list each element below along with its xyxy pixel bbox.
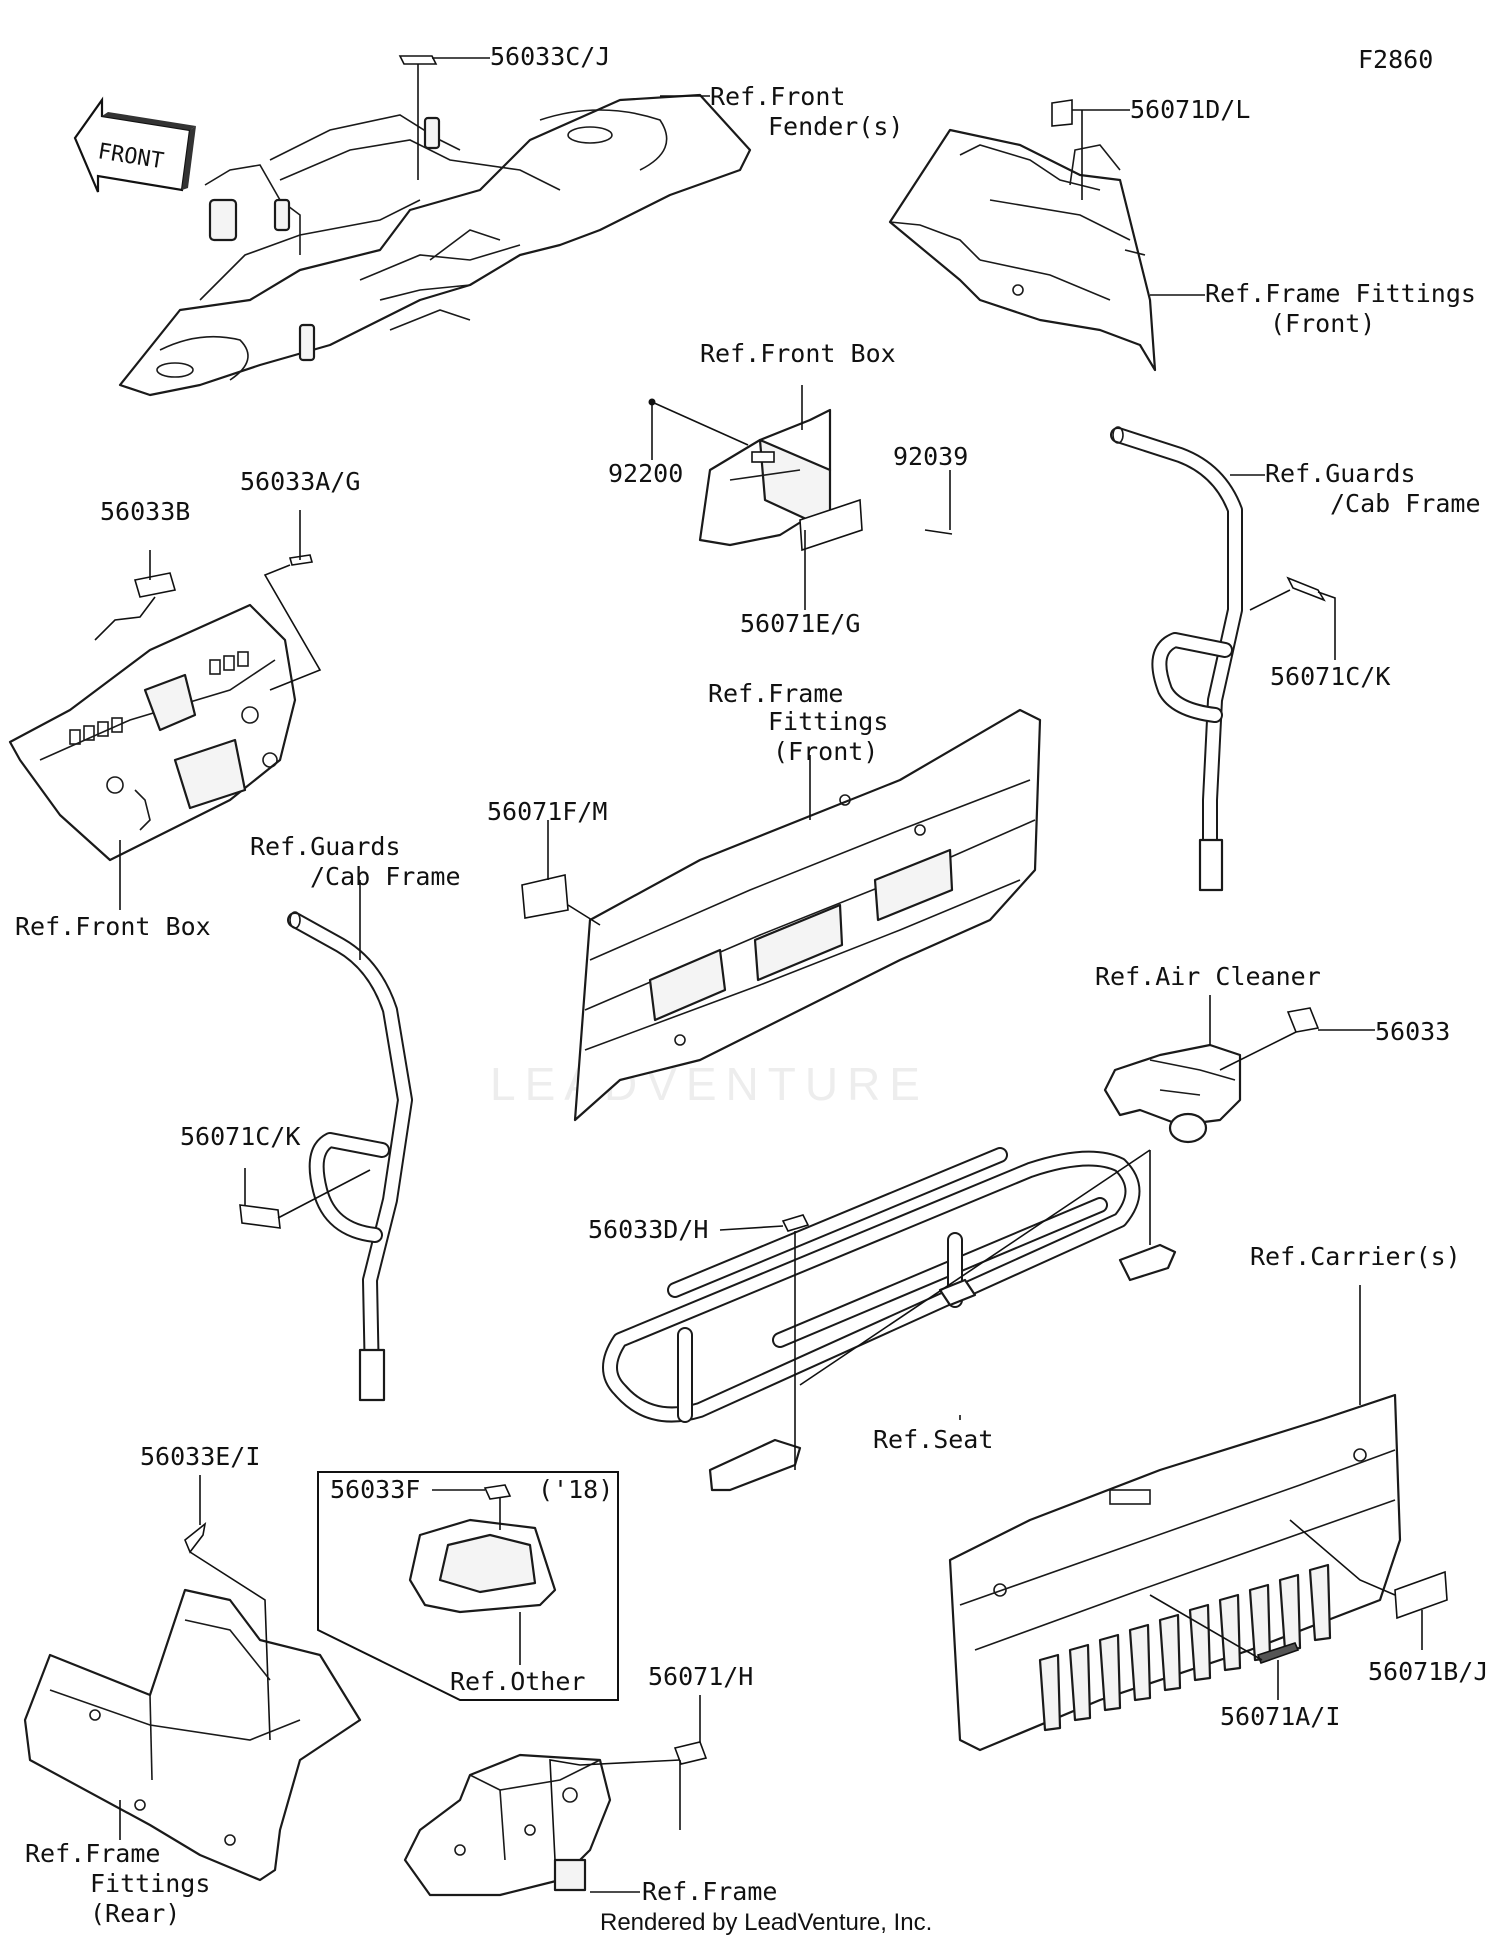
label-56071CK-left: 56071C/K xyxy=(180,1122,300,1151)
label-ref-frame-fittings-mid-2: Fittings xyxy=(768,707,888,736)
label-ref-frame-fittings-rear-2: Fittings xyxy=(90,1869,210,1898)
front-floor-fenders-part xyxy=(118,93,752,397)
label-ref-frame-fittings-front-2: (Front) xyxy=(1270,309,1375,338)
label-ref-other: Ref.Other xyxy=(450,1667,585,1696)
decal-92039 xyxy=(924,529,953,535)
decal-56071BJ xyxy=(1394,1570,1448,1620)
label-56071FM: 56071F/M xyxy=(487,797,607,826)
watermark: LEADVENTURE xyxy=(490,1058,929,1110)
label-ref-frame-fittings-mid-3: (Front) xyxy=(773,737,878,766)
decal-56071AI xyxy=(1256,1642,1300,1665)
air-cleaner-part xyxy=(1103,1043,1242,1144)
decal-56071CK-left xyxy=(239,1204,281,1229)
front-box-lid-part xyxy=(698,408,832,547)
label-56071DL: 56071D/L xyxy=(1130,95,1250,124)
frame-fittings-front-right-part xyxy=(888,128,1157,372)
label-ref-guards-cab-left-2: /Cab Frame xyxy=(310,862,461,891)
label-56071BJ: 56071B/J xyxy=(1368,1657,1488,1686)
label-92039: 92039 xyxy=(893,442,968,471)
label-ref-frame-fittings-mid-1: Ref.Frame xyxy=(708,679,843,708)
label-56033EI: 56033E/I xyxy=(140,1442,260,1471)
decal-56033 xyxy=(1286,1007,1320,1033)
label-ref-frame-fittings-front-1: Ref.Frame Fittings xyxy=(1205,279,1476,308)
decal-56033F xyxy=(483,1484,512,1500)
decal-56033EI xyxy=(184,1522,207,1554)
label-ref-guards-cab-right-2: /Cab Frame xyxy=(1330,489,1481,518)
decal-56071DL xyxy=(1051,99,1073,127)
label-ref-frame-fittings-rear-3: (Rear) xyxy=(90,1899,180,1928)
frame-fittings-rear-part xyxy=(23,1588,362,1882)
label-ref-front-fenders-2: Fender(s) xyxy=(768,112,903,141)
label-56033CJ: 56033C/J xyxy=(490,42,610,71)
carrier-rack-part xyxy=(602,1147,1177,1492)
label-56033F: 56033F xyxy=(330,1475,420,1504)
label-ref-front-box-top: Ref.Front Box xyxy=(700,339,896,368)
decal-56071FM xyxy=(521,874,569,919)
label-year-18: ('18) xyxy=(538,1475,613,1504)
label-56033: 56033 xyxy=(1375,1017,1450,1046)
front-arrow: FRONT xyxy=(73,96,196,193)
label-ref-seat: Ref.Seat xyxy=(873,1425,993,1454)
label-ref-frame: Ref.Frame xyxy=(642,1877,777,1906)
decal-56071H xyxy=(673,1741,708,1765)
guard-cab-frame-right-part xyxy=(1110,426,1243,892)
guard-cab-frame-left-part xyxy=(287,911,413,1402)
other-detail-inset xyxy=(317,1471,619,1701)
decal-56033B xyxy=(133,572,177,598)
leader-lines xyxy=(94,57,1423,1893)
label-ref-guards-cab-right-1: Ref.Guards xyxy=(1265,459,1416,488)
label-56071EG: 56071E/G xyxy=(740,609,860,638)
footer-credit: Rendered by LeadVenture, Inc. xyxy=(600,1909,932,1936)
decal-56033CJ xyxy=(398,55,438,65)
label-ref-guards-cab-left-1: Ref.Guards xyxy=(250,832,401,861)
label-ref-carriers: Ref.Carrier(s) xyxy=(1250,1242,1461,1271)
decal-56071CK-right xyxy=(1286,576,1326,602)
label-56033DH: 56033D/H xyxy=(588,1215,708,1244)
label-ref-front-fenders-1: Ref.Front xyxy=(710,82,845,111)
label-92200: 92200 xyxy=(608,459,683,488)
label-ref-front-box-left: Ref.Front Box xyxy=(15,912,211,941)
label-ref-frame-fittings-rear-1: Ref.Frame xyxy=(25,1839,160,1868)
label-56071H: 56071/H xyxy=(648,1662,753,1691)
carrier-rear-panel-part xyxy=(948,1393,1402,1752)
front-box-dashboard-part xyxy=(8,603,297,862)
frame-fittings-bulkhead-part xyxy=(573,708,1042,1122)
label-ref-air-cleaner: Ref.Air Cleaner xyxy=(1095,962,1321,991)
decal-56033DH xyxy=(781,1214,810,1232)
label-56071CK-right: 56071C/K xyxy=(1270,662,1390,691)
callout-labels: 56033C/J Ref.Front Fender(s) 56071D/L Re… xyxy=(15,42,1488,1928)
label-56033B: 56033B xyxy=(100,497,190,526)
decal-56071EG xyxy=(799,498,863,552)
rear-frame-part xyxy=(403,1753,612,1897)
label-56071AI: 56071A/I xyxy=(1220,1702,1340,1731)
figure-id: F2860 xyxy=(1358,45,1433,74)
label-56033AG: 56033A/G xyxy=(240,467,360,496)
decal-56033AG xyxy=(288,554,314,566)
